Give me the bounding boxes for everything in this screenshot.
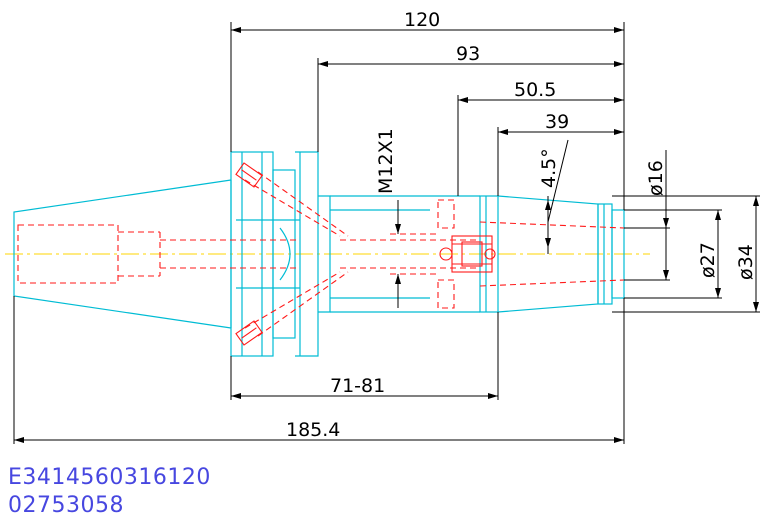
coolant-plug-bottom <box>235 320 263 346</box>
hidden-lines <box>17 171 625 337</box>
collet-nose-outline <box>479 195 625 313</box>
body-outline <box>318 195 480 313</box>
coolant-plug-top <box>235 162 263 188</box>
dimension-50-5: 50.5 <box>514 79 556 101</box>
article-code: E3414560316120 <box>8 465 211 490</box>
dimension-120: 120 <box>404 9 440 31</box>
dimension-185-4: 185.4 <box>286 419 340 441</box>
flange-outline <box>230 151 319 357</box>
diameter-34: ø34 <box>735 244 757 280</box>
diameter-27: ø27 <box>697 242 719 278</box>
dimension-lines <box>13 22 760 444</box>
dimension-93: 93 <box>456 43 480 65</box>
dimension-71-81: 71-81 <box>330 375 385 397</box>
secondary-code: 02753058 <box>8 493 124 518</box>
angle-4-5: 4.5° <box>538 148 560 188</box>
thread-spec-m12x1: M12X1 <box>375 128 397 194</box>
dimension-39: 39 <box>545 111 569 133</box>
diameter-16: ø16 <box>645 160 667 196</box>
